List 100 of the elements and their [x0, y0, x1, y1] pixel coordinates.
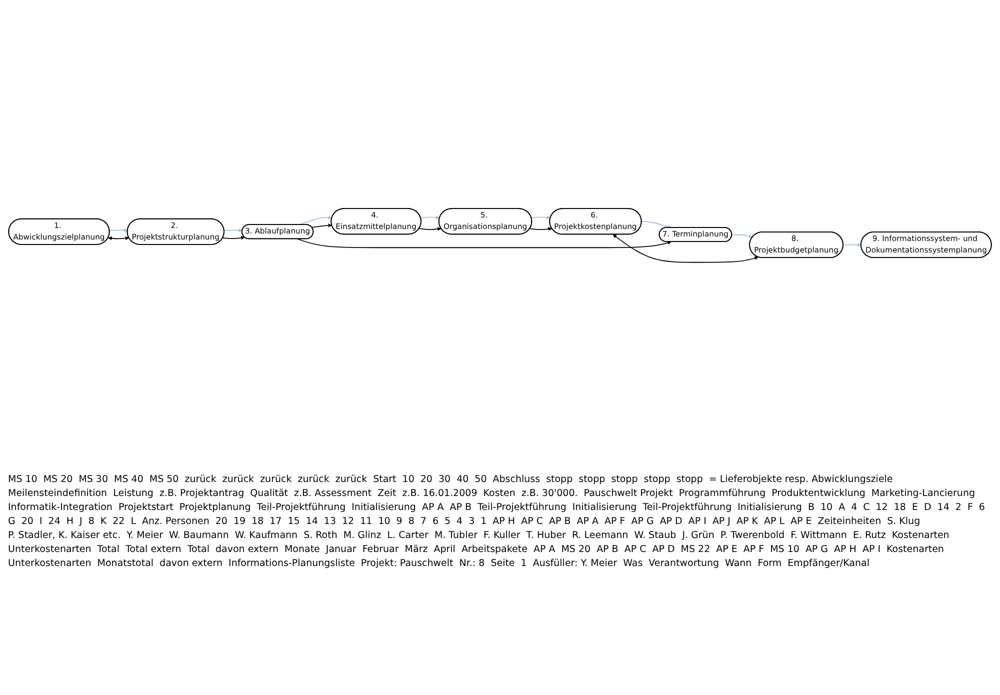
diagram-label: AP K — [736, 516, 758, 528]
diagram-label: D — [924, 502, 932, 514]
diagram-label: 10 — [378, 516, 390, 528]
diagram-label: 3 — [468, 516, 475, 528]
diagram-label: davon extern — [160, 558, 223, 570]
diagram-label: Pauschwelt Projekt — [584, 488, 673, 500]
diagram-label: Y. Meier — [126, 530, 164, 542]
arrow — [224, 228, 242, 232]
diagram-label: 8 — [408, 516, 414, 528]
arrow — [311, 223, 332, 228]
diagram-label: 17 — [270, 516, 282, 528]
diagram-label: AP I — [862, 544, 881, 556]
diagram-label: 9 — [396, 516, 402, 528]
diagram-label: 4 — [456, 516, 463, 528]
arrow — [109, 228, 128, 232]
diagram-label: AP D — [652, 544, 675, 556]
diagram-label: MS 20 — [561, 544, 591, 556]
diagram-label: Nr.: 8 — [459, 558, 485, 570]
diagram-label: AP G — [631, 516, 654, 528]
arrow — [297, 238, 672, 248]
diagram-label: Form — [758, 558, 782, 570]
diagram-label: 40 — [456, 474, 469, 486]
diagram-label: 14 — [937, 502, 950, 514]
diagram-label: AP G — [805, 544, 828, 556]
diagram-label: Teil-Projektführung — [642, 502, 732, 514]
diagram-label: MS 22 — [680, 544, 710, 556]
diagram-label: AP E — [716, 544, 738, 556]
diagram-label: 1 — [480, 516, 487, 528]
diagram-label: Zeit — [378, 488, 396, 500]
diagram-label: 20 — [215, 516, 228, 528]
diagram-label: Wann — [725, 558, 752, 570]
arrow — [298, 215, 332, 225]
diagram-label: Februar — [362, 544, 399, 556]
diagram-label: stopp — [676, 474, 703, 486]
diagram-label: stopp — [611, 474, 638, 486]
arrow — [842, 242, 862, 246]
diagram-label: L. Carter — [387, 530, 428, 542]
diagram-label: Monatstotal — [97, 558, 154, 570]
diagram-label: z.B. Projektantrag — [159, 488, 244, 500]
diagram-label: 50 — [474, 474, 487, 486]
diagram-label: AP H — [492, 516, 516, 528]
diagram-label: Januar — [326, 544, 356, 556]
diagram-label: 15 — [288, 516, 300, 528]
arrow — [731, 234, 753, 238]
diagram-label: W. Staub — [634, 530, 676, 542]
diagram-label: z.B. Assessment — [294, 488, 372, 500]
diagram-label: stopp — [578, 474, 606, 486]
diagram-label: zurück — [298, 474, 330, 486]
diagram-label: 20 — [420, 474, 432, 486]
diagram-label: 10 — [820, 502, 833, 514]
diagram-label: Seite — [490, 558, 515, 570]
diagram-label: MS 50 — [149, 474, 179, 486]
diagram-label: 6 — [978, 502, 985, 514]
arrow — [108, 236, 130, 240]
diagram-label: Teil-Projektführung — [256, 502, 346, 514]
diagram-label: Initialisierung — [738, 502, 802, 514]
diagram-label: AP F — [604, 516, 626, 528]
diagram-label: Kostenarten — [886, 544, 944, 556]
diagram-label: zurück — [260, 474, 292, 486]
diagram-label: 8 — [88, 516, 94, 528]
diagram-label: B — [808, 502, 814, 514]
diagram-label: M. Tubler — [434, 530, 478, 542]
diagram-label: P. Stadler, K. Kaiser etc. — [8, 530, 121, 542]
diagram-label: AP A — [422, 502, 444, 514]
diagram-label: 14 — [306, 516, 318, 528]
diagram-label: 1 — [520, 558, 527, 570]
diagram-label: Kostenarten — [892, 530, 950, 542]
diagram-label: Initialisierung — [572, 502, 637, 514]
diagram-label: Teil-Projektführung — [477, 502, 566, 514]
diagram-label: AP A — [576, 516, 598, 528]
diagram-label: MS 10 — [770, 544, 800, 556]
diagram-label: z.B. 16.01.2009 — [402, 488, 478, 500]
diagram-label: Unterkostenarten — [8, 558, 92, 570]
diagram-label: AP F — [743, 544, 764, 556]
diagram-label: 4 — [851, 502, 858, 514]
diagram-label: E. Rutz — [852, 530, 886, 542]
diagram-label: 10 — [402, 474, 414, 486]
diagram-label: AP I — [688, 516, 706, 528]
diagram-label: 6 — [432, 516, 438, 528]
diagram-label: Total — [187, 544, 210, 556]
diagram-label: Projekt: Pauschwelt — [360, 558, 454, 570]
diagram-label: Verantwortung — [648, 558, 720, 570]
diagram-label: zurück — [184, 474, 216, 486]
diagram-label: AP B — [450, 502, 472, 514]
diagram-label: Arbeitspakete — [461, 544, 528, 556]
diagram-label: Informations-Planungsliste — [228, 558, 355, 570]
diagram-label: AP A — [533, 544, 556, 556]
arrow — [418, 226, 442, 230]
diagram-label: A — [838, 502, 846, 514]
diagram-label: T. Huber — [526, 530, 566, 542]
diagram-label: Meilensteindefinition — [8, 488, 108, 500]
diagram-label: F. Kuller — [483, 530, 520, 542]
diagram-label: Leistung — [113, 488, 154, 500]
diagram-label: zurück — [335, 474, 368, 486]
diagram-label: AP J — [712, 516, 730, 528]
diagram-label: 18 — [894, 502, 906, 514]
arrow — [530, 215, 551, 219]
diagram-label: F — [967, 502, 973, 514]
diagram-label: J — [80, 516, 82, 528]
arrow — [222, 235, 245, 240]
